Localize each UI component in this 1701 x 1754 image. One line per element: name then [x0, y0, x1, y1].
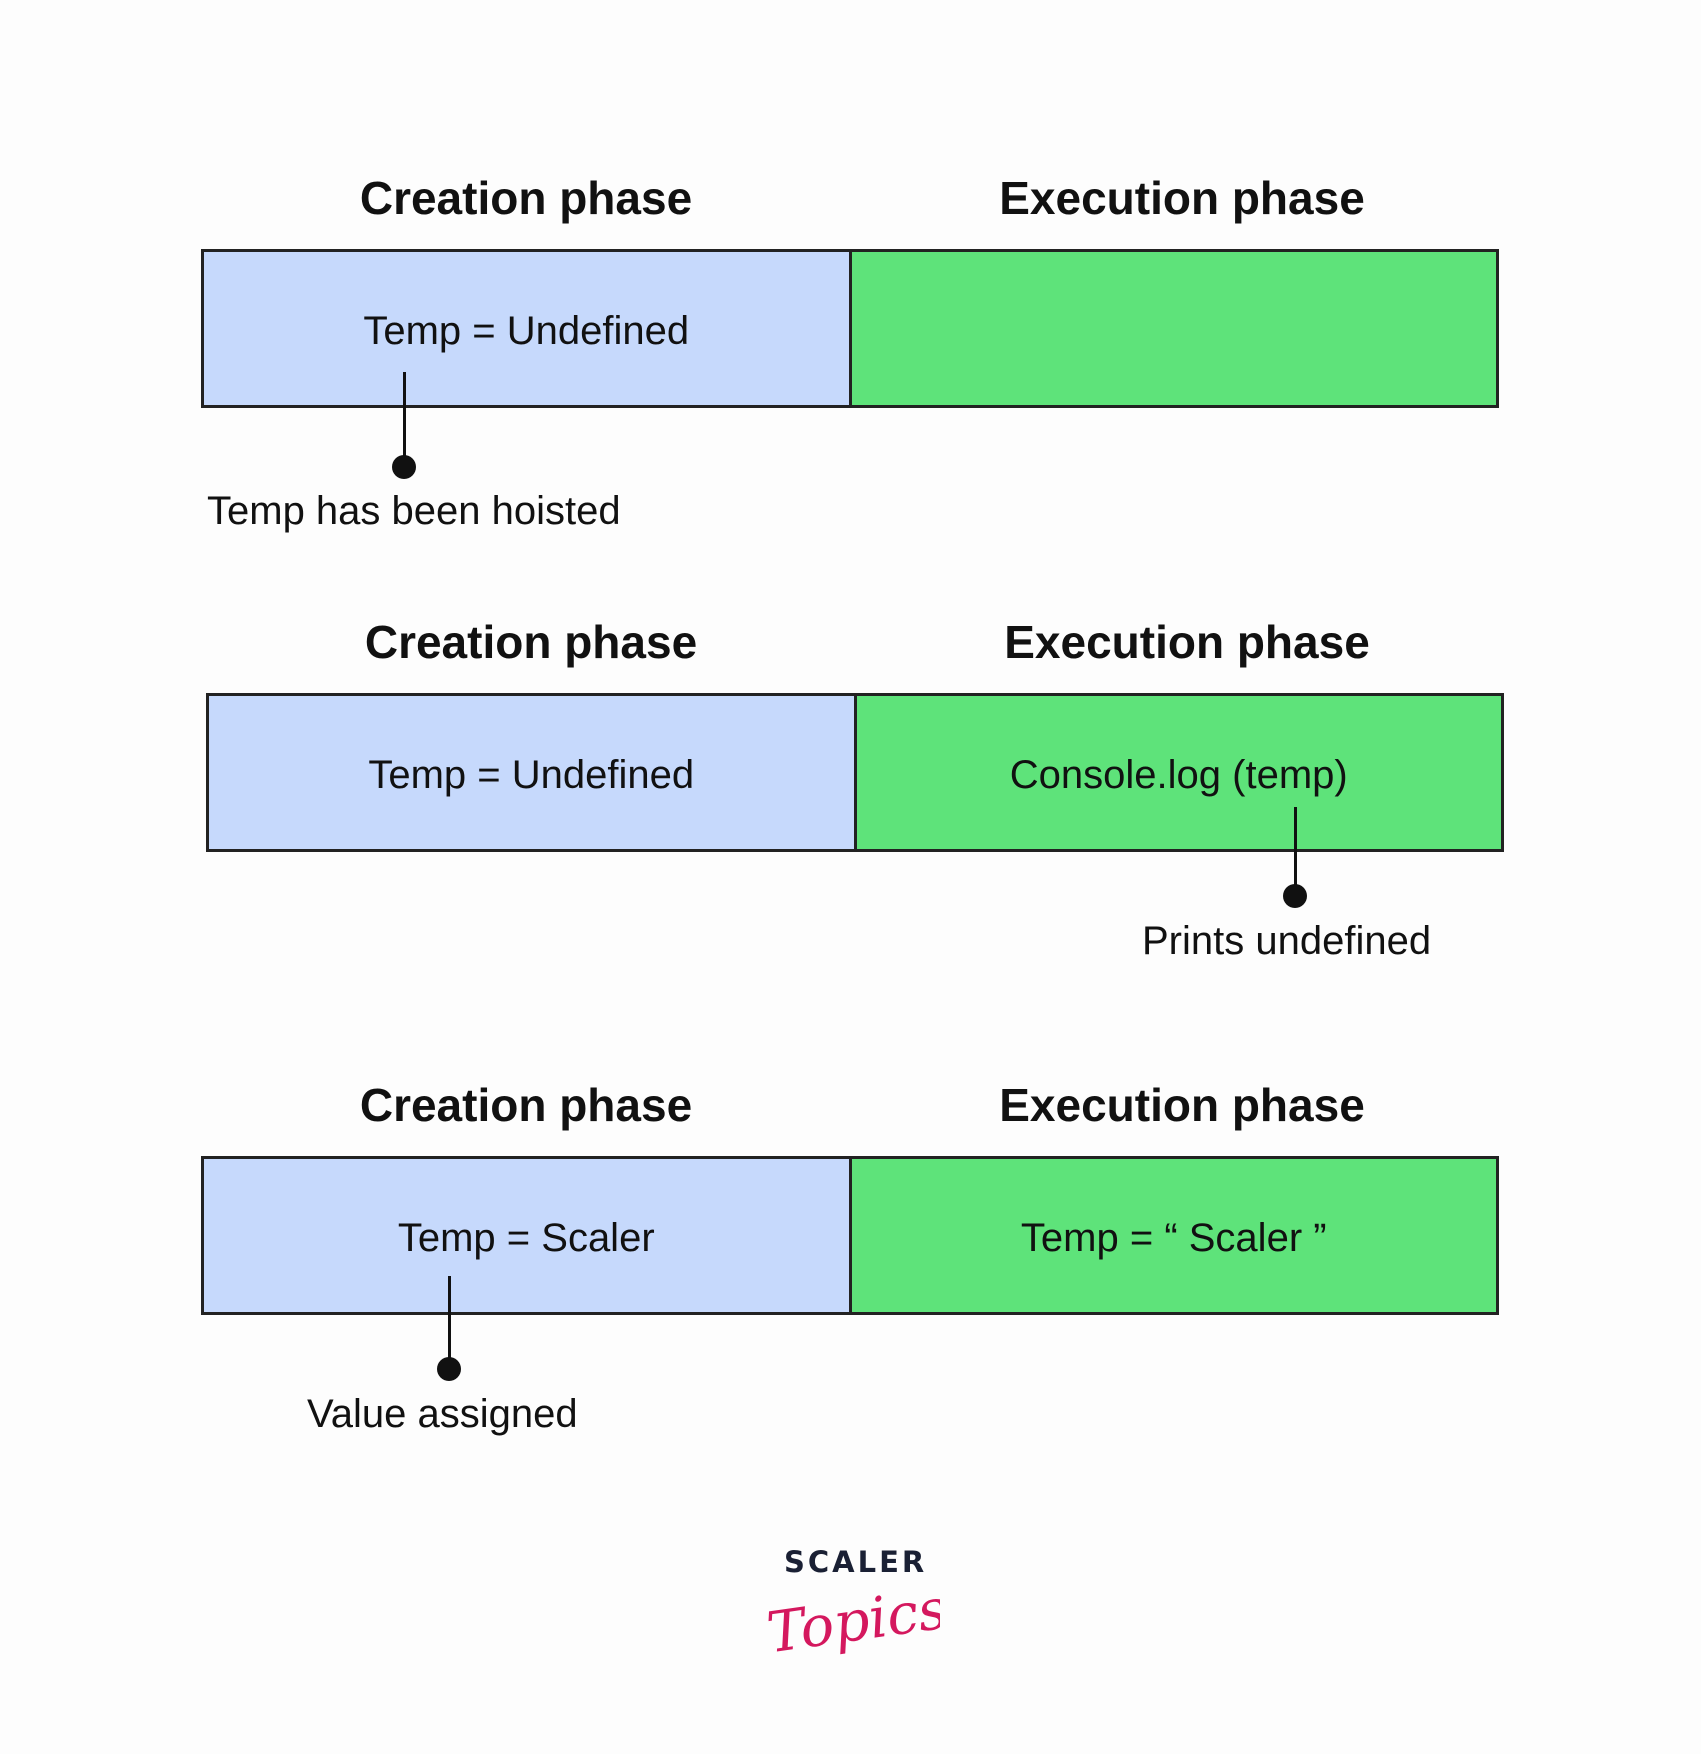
- logo-brand-text: SCALER: [784, 1545, 928, 1579]
- creation-phase-cell: Temp = Undefined: [204, 252, 852, 405]
- callout-label: Value assigned: [307, 1392, 578, 1436]
- callout-label: Temp has been hoisted: [207, 489, 621, 533]
- execution-phase-cell: [851, 252, 1496, 405]
- phase-bar: Temp = Undefined Console.log (temp): [206, 693, 1504, 852]
- execution-phase-text: Temp = “ Scaler ”: [1020, 1215, 1327, 1260]
- execution-phase-title: Execution phase: [999, 1079, 1365, 1131]
- execution-phase-title: Execution phase: [1004, 616, 1370, 668]
- callout-line: [1293, 807, 1297, 895]
- execution-phase-text: Console.log (temp): [1009, 752, 1348, 797]
- execution-phase-cell: Console.log (temp): [856, 696, 1501, 849]
- phase-bar: Temp = Scaler Temp = “ Scaler ”: [201, 1156, 1499, 1315]
- callout-line: [447, 1276, 451, 1368]
- callout-line: [402, 372, 406, 466]
- hoisting-diagram-3: Creation phase Execution phase Temp = Sc…: [0, 1077, 1701, 1477]
- callout-dot: [1283, 884, 1307, 908]
- callout-label: Prints undefined: [1142, 919, 1432, 963]
- creation-phase-title: Creation phase: [364, 616, 698, 668]
- execution-phase-title: Execution phase: [999, 172, 1365, 224]
- phase-bar: Temp = Undefined: [201, 249, 1499, 408]
- hoisting-diagram-2: Creation phase Execution phase Temp = Un…: [0, 614, 1701, 1014]
- logo-script-text: Topics: [763, 1581, 940, 1666]
- scaler-topics-logo: SCALER Topics: [760, 1545, 940, 1680]
- creation-phase-cell: Temp = Undefined: [209, 696, 857, 849]
- creation-phase-title: Creation phase: [359, 172, 693, 224]
- execution-phase-cell: Temp = “ Scaler ”: [851, 1159, 1496, 1312]
- creation-phase-title: Creation phase: [359, 1079, 693, 1131]
- callout-dot: [392, 455, 416, 479]
- creation-phase-text: Temp = Scaler: [397, 1215, 655, 1260]
- hoisting-diagram-1: Creation phase Execution phase Temp = Un…: [0, 170, 1701, 570]
- creation-phase-text: Temp = Undefined: [363, 308, 690, 353]
- callout-dot: [437, 1357, 461, 1381]
- creation-phase-text: Temp = Undefined: [368, 752, 695, 797]
- creation-phase-cell: Temp = Scaler: [204, 1159, 852, 1312]
- svg-text:Topics: Topics: [763, 1581, 940, 1666]
